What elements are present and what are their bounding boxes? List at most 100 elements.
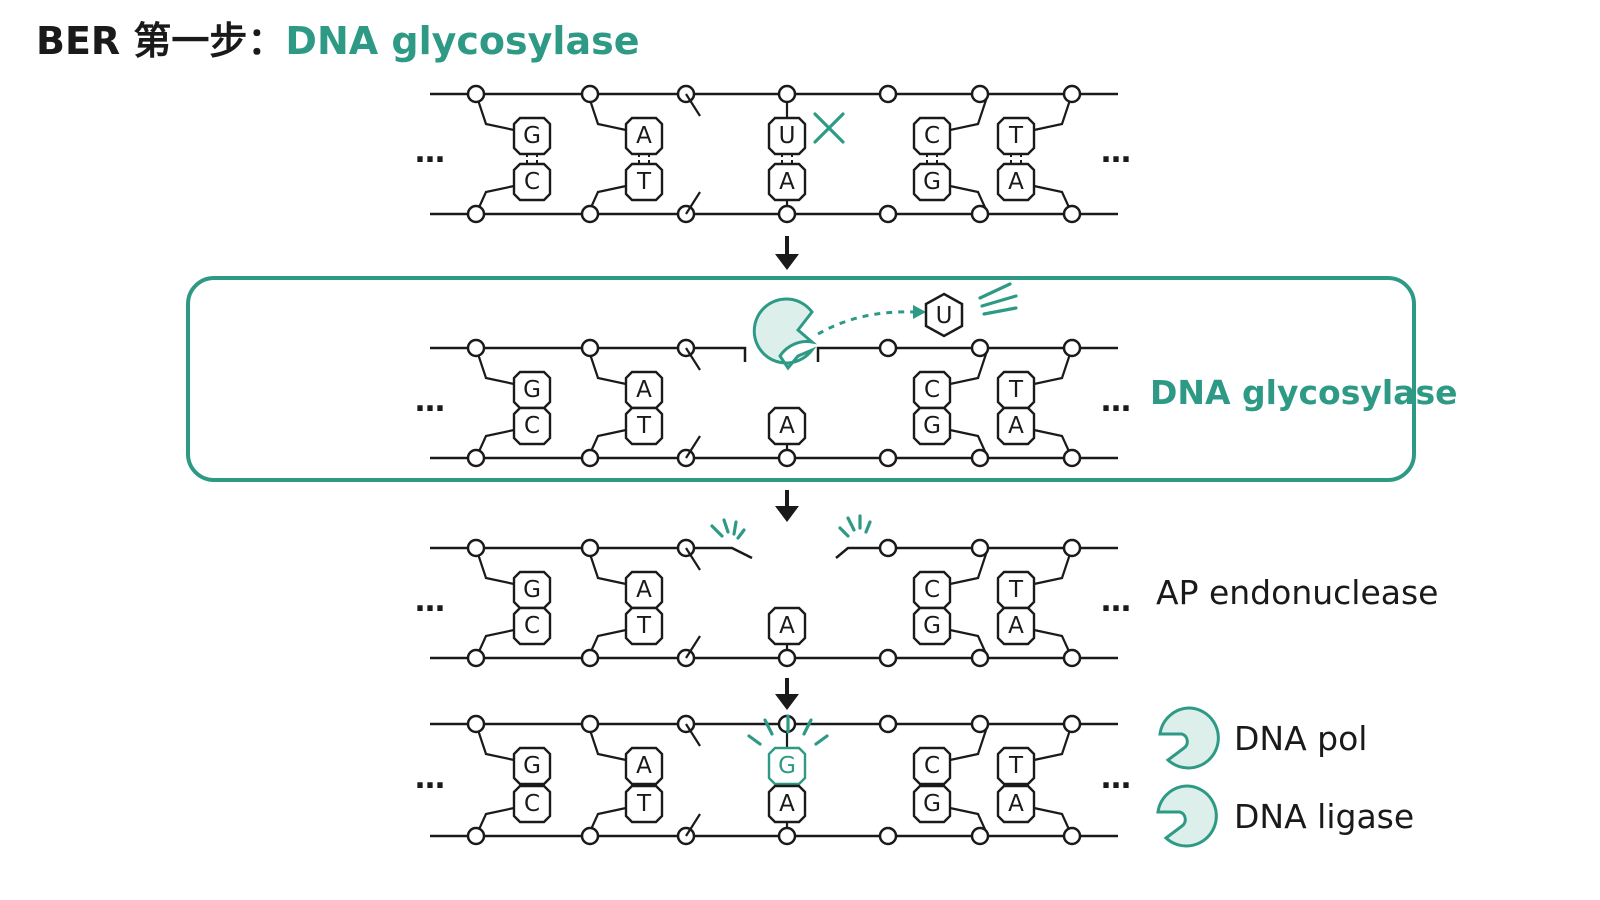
base-bottom-label: G bbox=[923, 413, 941, 439]
base-bottom-label: A bbox=[779, 791, 795, 817]
sugar-node bbox=[1062, 338, 1082, 358]
step-arrow-1 bbox=[775, 236, 799, 270]
base-pair: GA bbox=[767, 724, 807, 836]
base-bottom-label: A bbox=[1008, 613, 1024, 639]
sugar-node bbox=[466, 826, 486, 846]
sugar-node bbox=[777, 648, 797, 668]
base-bottom-label: G bbox=[923, 169, 941, 195]
base-bottom bbox=[912, 606, 952, 646]
sugar-node bbox=[1062, 648, 1082, 668]
base-top-label: G bbox=[523, 377, 541, 403]
sugar-node bbox=[1062, 826, 1082, 846]
sugar-node bbox=[580, 648, 600, 668]
top-strand bbox=[430, 346, 1118, 362]
base-bottom-label: C bbox=[524, 413, 540, 439]
base-top-label: A bbox=[636, 123, 652, 149]
ellipsis-left: … bbox=[415, 761, 445, 796]
base-top-label: A bbox=[636, 577, 652, 603]
base-pair: TA bbox=[996, 547, 1074, 659]
base-top bbox=[912, 116, 952, 156]
base-bottom-label: T bbox=[636, 791, 652, 817]
base-bottom-label: G bbox=[923, 613, 941, 639]
sugar-node bbox=[777, 448, 797, 468]
base-bottom bbox=[512, 406, 552, 446]
x-icon bbox=[813, 112, 845, 144]
base-pair: UA bbox=[767, 94, 807, 214]
sugar-node bbox=[878, 448, 898, 468]
base-top-label: A bbox=[636, 377, 652, 403]
base-bottom-label: A bbox=[1008, 169, 1024, 195]
sugar-node bbox=[466, 448, 486, 468]
base-top-label: C bbox=[924, 377, 940, 403]
sugar-node bbox=[1062, 84, 1082, 104]
base-bottom-label: A bbox=[1008, 413, 1024, 439]
ellipsis-right: … bbox=[1101, 135, 1131, 170]
base-bottom bbox=[767, 406, 807, 446]
base-pair: CG bbox=[912, 547, 990, 659]
sugar-node bbox=[970, 84, 990, 104]
ellipsis-right: … bbox=[1101, 384, 1131, 419]
base-bottom bbox=[996, 784, 1036, 824]
base-bottom bbox=[996, 606, 1036, 646]
base-bottom-label: A bbox=[779, 613, 795, 639]
step-2-label: DNA glycosylase bbox=[1150, 373, 1457, 412]
base-top-label: G bbox=[523, 123, 541, 149]
step-arrow-2 bbox=[775, 490, 799, 522]
excised-base-u: U bbox=[924, 292, 964, 338]
sugar-node bbox=[580, 714, 600, 734]
base-pair: AT bbox=[586, 93, 664, 215]
base-bottom bbox=[512, 162, 552, 202]
sugar-node bbox=[777, 826, 797, 846]
base-top-label: G bbox=[778, 753, 796, 779]
cut-burst-icon bbox=[710, 514, 872, 540]
sugar-node bbox=[970, 538, 990, 558]
base-top-label: C bbox=[924, 123, 940, 149]
sugar-node bbox=[878, 84, 898, 104]
sugar-node bbox=[466, 714, 486, 734]
sugar-node bbox=[878, 538, 898, 558]
sugar-node bbox=[466, 648, 486, 668]
base-pair: A bbox=[767, 406, 807, 458]
repair-burst-icon bbox=[747, 714, 829, 746]
sugar-node bbox=[1062, 448, 1082, 468]
step-3-label: AP endonuclease bbox=[1156, 573, 1438, 612]
step-arrow-3 bbox=[775, 678, 799, 710]
ellipsis-right: … bbox=[1101, 761, 1131, 796]
base-pair: GC bbox=[474, 93, 552, 215]
base-bottom bbox=[996, 406, 1036, 446]
sugar-node bbox=[580, 338, 600, 358]
base-top-label: C bbox=[924, 753, 940, 779]
diagram-title: BER 第一步：DNA glycosylase bbox=[36, 19, 639, 63]
base-bottom-label: T bbox=[636, 613, 652, 639]
base-bottom-label: A bbox=[779, 413, 795, 439]
sugar-node bbox=[777, 84, 797, 104]
base-pair: GC bbox=[474, 347, 552, 459]
base-bottom bbox=[912, 784, 952, 824]
glycosylase-icon bbox=[752, 297, 818, 371]
sugar-node bbox=[580, 538, 600, 558]
base-pair: CG bbox=[912, 93, 990, 215]
sugar-node bbox=[878, 648, 898, 668]
sugar-node bbox=[878, 338, 898, 358]
sugar-node bbox=[777, 204, 797, 224]
base-top-label: C bbox=[924, 577, 940, 603]
base-top bbox=[912, 746, 952, 786]
sugar-node bbox=[466, 204, 486, 224]
base-bottom-label: C bbox=[524, 169, 540, 195]
excision-path bbox=[817, 310, 916, 336]
legend-dna-pol-label: DNA pol bbox=[1234, 719, 1367, 758]
base-top-label: T bbox=[1008, 123, 1024, 149]
sugar-node bbox=[466, 84, 486, 104]
base-bottom bbox=[624, 784, 664, 824]
base-pair: GC bbox=[474, 547, 552, 659]
base-pair: TA bbox=[996, 347, 1074, 459]
ellipsis-right: … bbox=[1101, 584, 1131, 619]
sugar-node bbox=[466, 538, 486, 558]
step-highlight-frame bbox=[186, 276, 1416, 482]
ellipsis-left: … bbox=[415, 584, 445, 619]
excision-arrowhead bbox=[913, 305, 926, 319]
base-top bbox=[624, 116, 664, 156]
sugar-node bbox=[580, 826, 600, 846]
